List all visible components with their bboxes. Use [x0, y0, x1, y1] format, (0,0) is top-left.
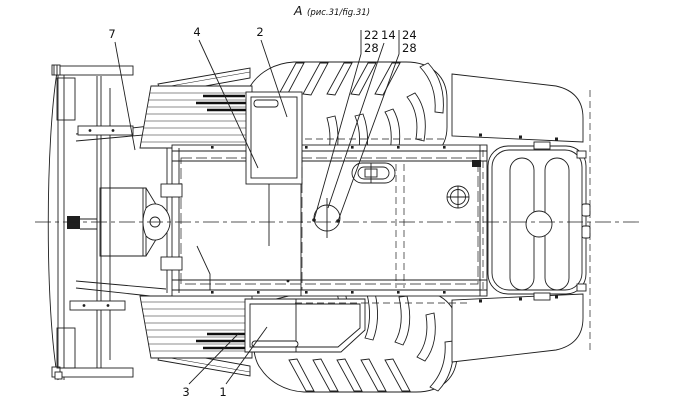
- view-reference: (рис.31/fig.31): [307, 8, 370, 18]
- leader-line-4: [198, 39, 259, 169]
- leader-line-2: [260, 39, 288, 118]
- filler-cap-cross: [446, 185, 470, 209]
- callout-22: 22: [364, 28, 379, 42]
- cab-roof-panel: [245, 91, 303, 246]
- hood-latch-lower: [581, 225, 591, 239]
- hood-latch-upper: [581, 203, 591, 217]
- leader-lines: [114, 30, 400, 385]
- leader-line-1: [225, 326, 268, 385]
- blade-pivot-ball: [67, 216, 80, 229]
- blade-top-beam: [55, 65, 134, 76]
- bottom-access-panel: [244, 298, 366, 353]
- callout-3: 3: [182, 385, 189, 399]
- front-left-fender-louvers: [139, 67, 253, 149]
- leader-line-14: [327, 42, 385, 209]
- leader-line-3: [188, 332, 240, 385]
- callout-2: 2: [256, 25, 263, 39]
- rear-left-fender-louvers: [139, 295, 253, 377]
- rear-right-fender-bottom: [451, 293, 584, 363]
- callout-28a: 28: [364, 41, 379, 55]
- callout-1: 1: [219, 385, 226, 399]
- callout-28b: 28: [402, 41, 417, 55]
- center-plug: [313, 198, 341, 238]
- leader-line-7: [114, 41, 136, 151]
- deck-clamp: [472, 160, 481, 167]
- callout-24: 24: [402, 28, 417, 42]
- blade-bottom-beam: [55, 367, 134, 378]
- callout-14: 14: [381, 28, 396, 42]
- blade-bracket-top: [77, 125, 134, 136]
- hatch-slot-fitting: [351, 162, 396, 184]
- leader-line-24-28: [337, 30, 400, 222]
- blade-bracket-bottom: [69, 300, 126, 311]
- annotations: A (рис.31/fig.31) 7 4 2 22 28 14 24 28 3…: [108, 3, 416, 399]
- hood-cap: [525, 210, 553, 238]
- dozer-blade: [47, 64, 134, 381]
- push-frame: [99, 148, 183, 293]
- callout-4: 4: [193, 25, 200, 39]
- leader-line-22-28: [313, 30, 362, 221]
- callout-7: 7: [108, 27, 115, 41]
- view-label: A: [293, 3, 303, 18]
- engine-hood: [482, 141, 591, 301]
- rear-right-fender-top: [451, 73, 584, 143]
